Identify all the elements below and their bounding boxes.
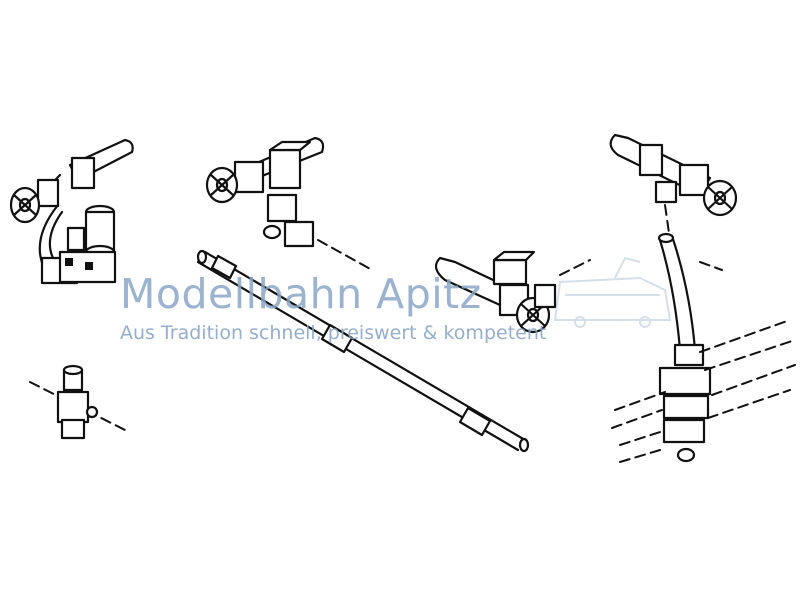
valve-assembly-left bbox=[9, 138, 134, 285]
locomotive-outline-icon bbox=[553, 256, 672, 328]
watermark-subtitle: Aus Tradition schnell, preiswert & kompe… bbox=[120, 322, 547, 344]
watermark-title: Modellbahn Apitz bbox=[120, 270, 482, 318]
valve-assembly-right bbox=[609, 133, 796, 463]
small-fitting-left bbox=[29, 364, 126, 440]
long-shaft bbox=[196, 249, 530, 453]
handwheel-icon bbox=[205, 166, 239, 204]
handwheel-icon bbox=[702, 179, 738, 217]
valve-assembly-center-right bbox=[434, 250, 591, 334]
handwheel-icon bbox=[9, 186, 41, 224]
valve-assembly-middle bbox=[205, 136, 373, 271]
